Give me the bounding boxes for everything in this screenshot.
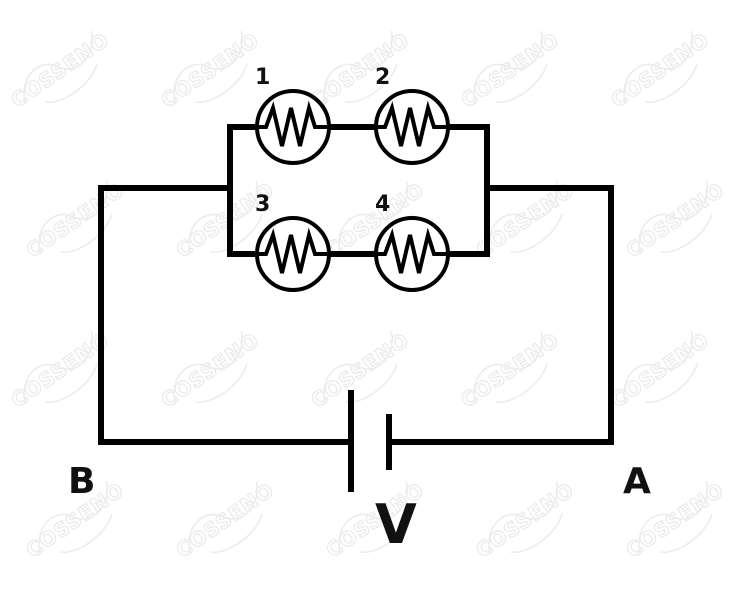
watermark-tile: COSSENO (456, 27, 565, 113)
wire-parallel-right-rail (448, 124, 490, 257)
watermark-tile: COSSENO (606, 27, 715, 113)
bulb-3-label: 3 (255, 192, 270, 217)
bulb-1 (255, 89, 331, 165)
bulb-3 (255, 216, 331, 292)
watermark-swirl (23, 30, 98, 105)
watermark-swirl (173, 330, 248, 405)
bulb-1-filament (257, 100, 329, 147)
watermark-swirl (38, 480, 113, 555)
watermark-swirl (488, 480, 563, 555)
node-b-label: B (68, 461, 95, 502)
watermark-tile: COSSENO (606, 327, 715, 413)
watermark-swirl (323, 30, 398, 105)
bulb-2 (374, 89, 450, 165)
bulb-3-filament (257, 227, 329, 274)
watermark-tile: COSSENO (171, 477, 280, 563)
wire-right-branch (386, 185, 614, 445)
bulb-2-label: 2 (375, 65, 390, 90)
bulb-4-filament (376, 227, 448, 274)
wire-parallel-left-rail (227, 124, 258, 257)
wiring (98, 124, 614, 445)
watermark-swirl (473, 30, 548, 105)
battery (348, 390, 392, 492)
wire-left-branch (98, 185, 354, 445)
voltage-label: V (375, 493, 417, 556)
watermark-swirl (488, 180, 563, 255)
watermark-swirl (473, 330, 548, 405)
bulb-4 (374, 216, 450, 292)
watermark-swirl (188, 180, 263, 255)
watermark-swirl (338, 480, 413, 555)
watermark-swirl (638, 480, 713, 555)
watermark-swirl (23, 330, 98, 405)
watermark-tile: COSSENO (6, 27, 115, 113)
watermark-tile: COSSENO (456, 327, 565, 413)
watermark-tile: COSSENO (156, 327, 265, 413)
watermark-swirl (623, 330, 698, 405)
bulb-1-label: 1 (255, 65, 270, 90)
bulb-4-label: 4 (375, 192, 390, 217)
watermark-tile: COSSENO (471, 477, 580, 563)
watermark-swirl (38, 180, 113, 255)
watermark-tile: COSSENO (6, 327, 115, 413)
node-a-label: A (623, 461, 651, 502)
watermark-swirl (623, 30, 698, 105)
bulb-2-filament (376, 100, 448, 147)
watermark-tile: COSSENO (306, 327, 415, 413)
watermark-swirl (638, 180, 713, 255)
watermark-swirl (173, 30, 248, 105)
watermark-swirl (188, 480, 263, 555)
watermark-tile: COSSENO (621, 177, 730, 263)
